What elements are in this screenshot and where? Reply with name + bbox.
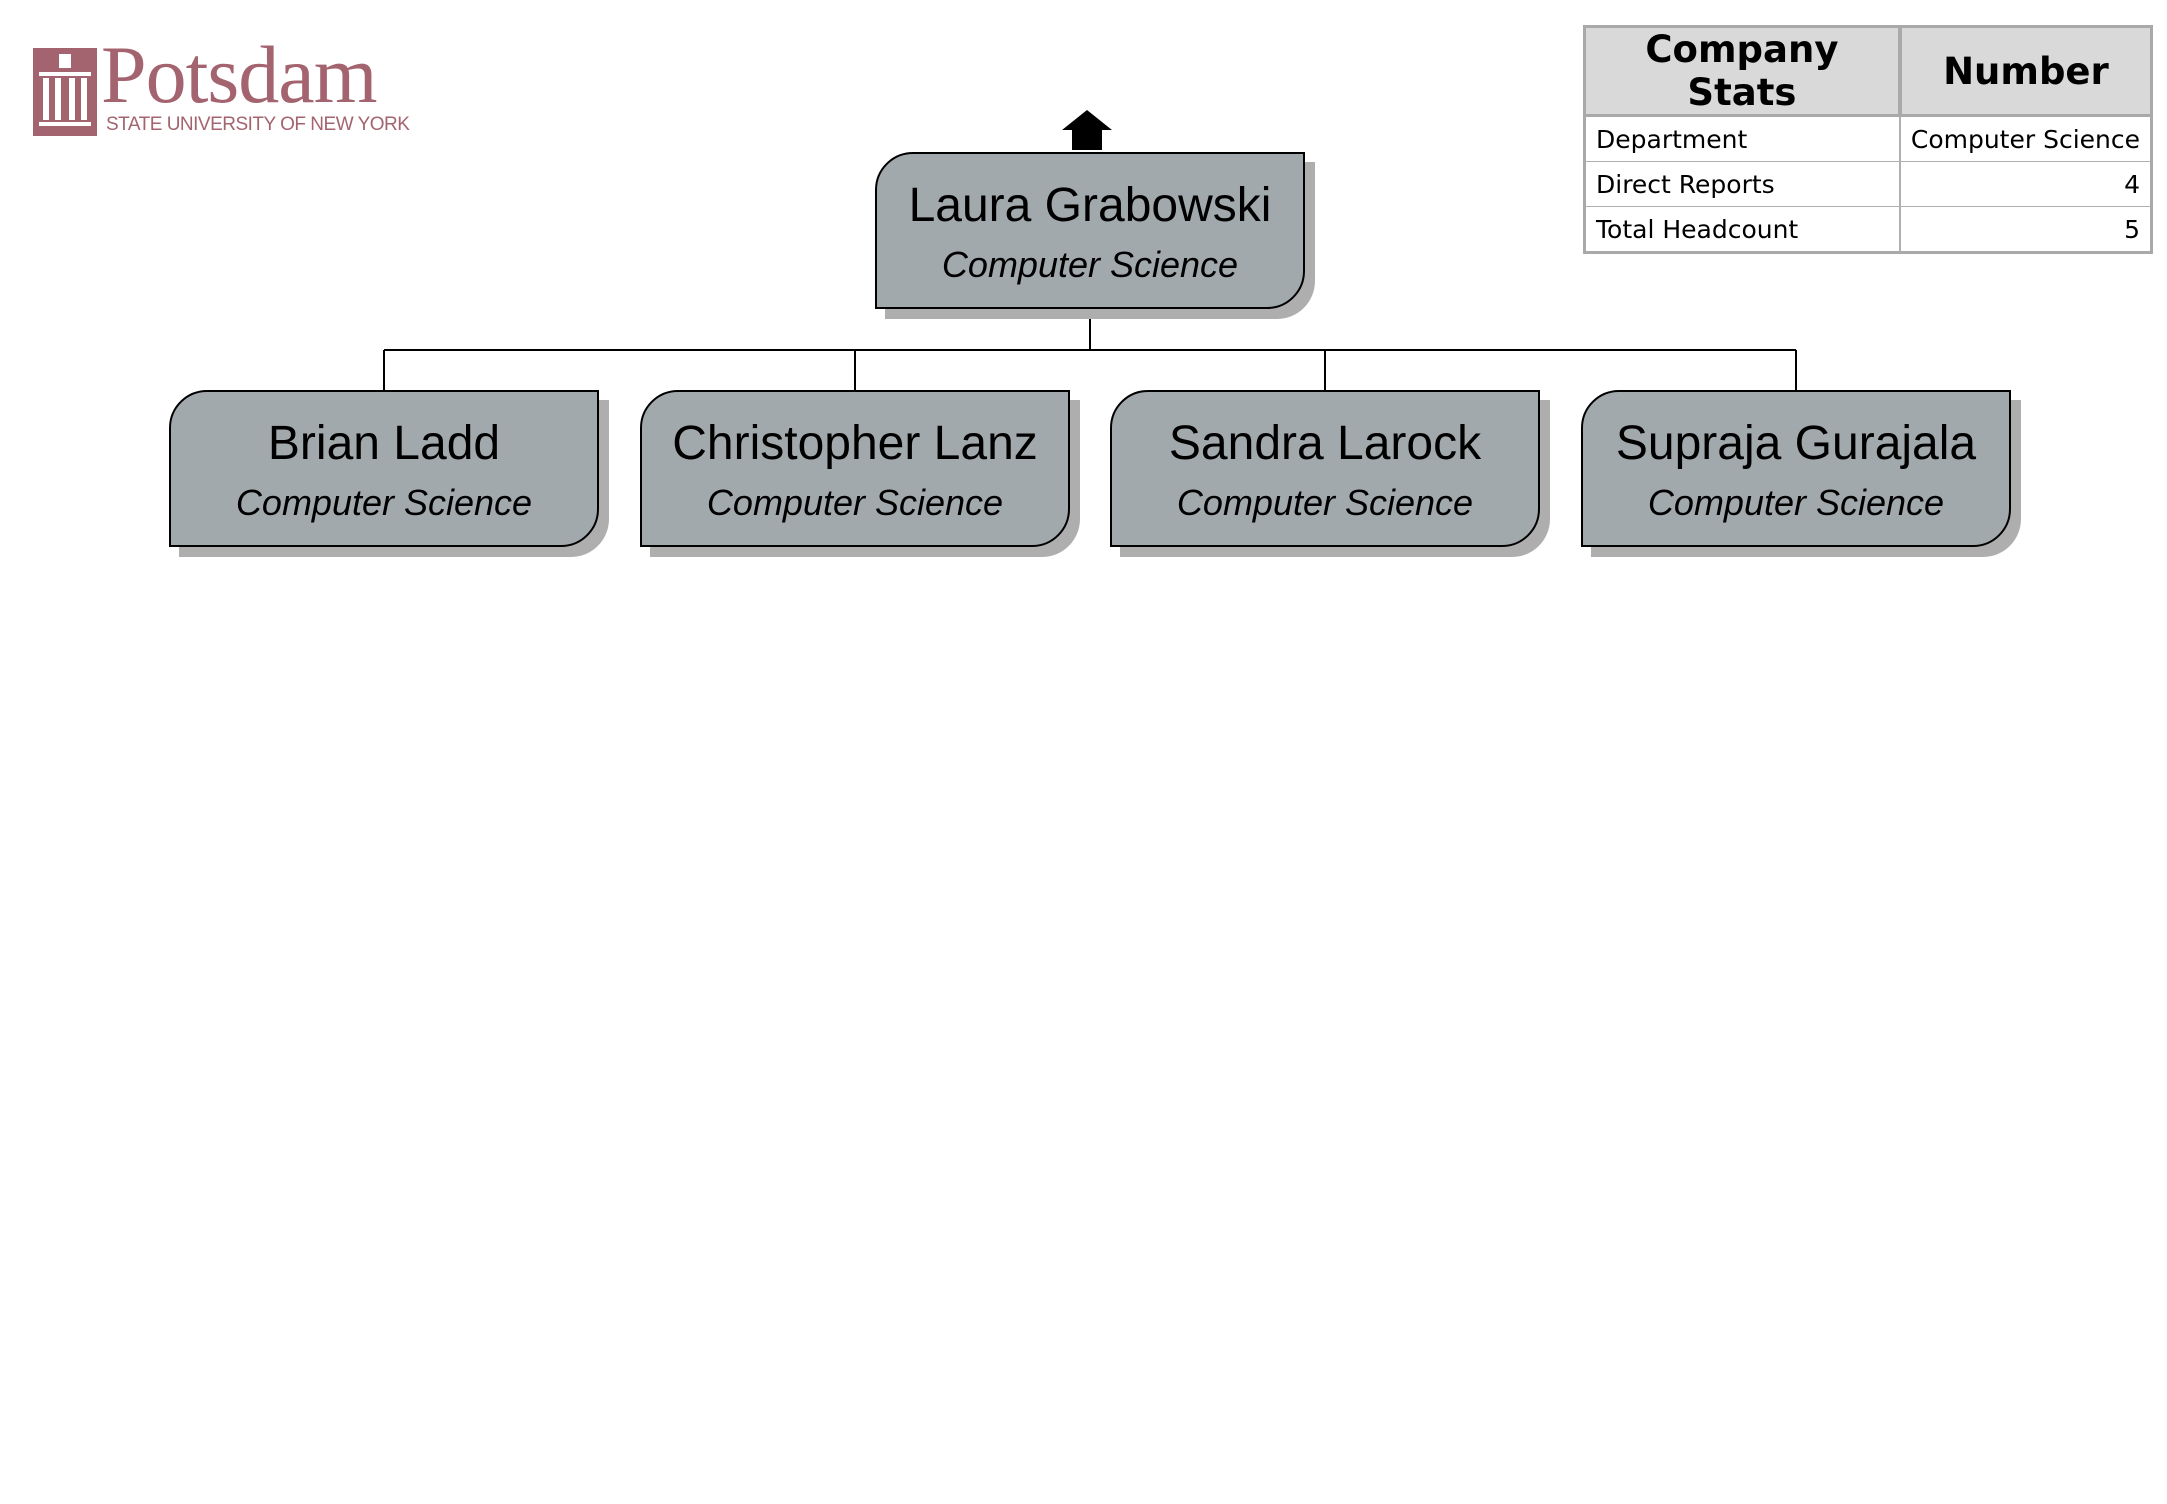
org-node-root[interactable]: Laura Grabowski Computer Science [875, 152, 1305, 309]
org-node-report[interactable]: Sandra Larock Computer Science [1110, 390, 1540, 547]
logo-subtitle: STATE UNIVERSITY OF NEW YORK [106, 114, 410, 135]
stats-header-value: Number [1899, 26, 2152, 117]
stats-header-row: Company Stats Number [1584, 26, 2152, 117]
stats-row: Direct Reports 4 [1584, 161, 2152, 207]
node-department: Computer Science [235, 482, 533, 523]
node-name: Supraja Gurajala [1615, 417, 1977, 470]
stats-row-label: Direct Reports [1584, 161, 1901, 207]
stats-row-label: Department [1584, 115, 1901, 162]
node-name: Christopher Lanz [672, 417, 1038, 470]
org-node-report[interactable]: Brian Ladd Computer Science [169, 390, 599, 547]
node-department: Computer Science [941, 244, 1239, 285]
company-stats-table: Company Stats Number Department Computer… [1583, 25, 2153, 254]
node-name: Laura Grabowski [908, 179, 1272, 232]
stats-row: Department Computer Science [1584, 115, 2152, 162]
up-arrow-icon[interactable] [1062, 110, 1112, 150]
node-name: Sandra Larock [1168, 417, 1482, 470]
potsdam-logo: Potsdam STATE UNIVERSITY OF NEW YORK [33, 34, 410, 142]
stats-row: Total Headcount 5 [1584, 206, 2152, 253]
stats-header-label: Company Stats [1584, 26, 1902, 117]
org-node-report[interactable]: Christopher Lanz Computer Science [640, 390, 1070, 547]
node-department: Computer Science [1647, 482, 1945, 523]
org-node-report[interactable]: Supraja Gurajala Computer Science [1581, 390, 2011, 547]
stats-row-value: 5 [1899, 206, 2152, 253]
logo-wordmark: Potsdam [101, 29, 377, 120]
node-name: Brian Ladd [267, 417, 501, 470]
node-department: Computer Science [706, 482, 1004, 523]
node-department: Computer Science [1176, 482, 1474, 523]
potsdam-building-icon [33, 48, 97, 136]
stats-row-value: 4 [1899, 161, 2152, 207]
stats-row-value: Computer Science [1899, 115, 2152, 162]
stats-row-label: Total Headcount [1584, 206, 1901, 253]
